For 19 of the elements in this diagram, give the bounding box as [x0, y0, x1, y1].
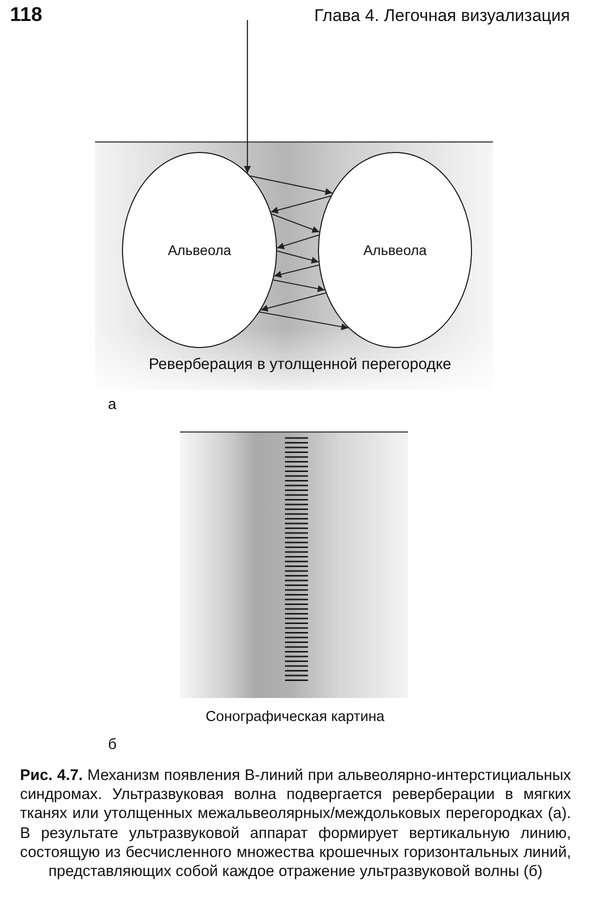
reflection-arrow: [259, 311, 348, 330]
reflection-arrow: [270, 195, 331, 214]
reflection-arrow: [271, 213, 320, 233]
figure-caption: Рис. 4.7. Механизм появления В-линий при альвеолярно-интерстициальных синдромах. Ультразвуковая волна подвергается реверберации в мягких тканях или утолщенных межальвеолярных/междольковых перегородках (а). В результате ультразвуковой аппарат формирует вертикальную линию, состоящую из бесчисленного множества крошечных горизонтальных линий, представляющих собой каждое отражение ультразвуковой волны (б): [20, 766, 571, 882]
reflection-arrow: [273, 279, 325, 292]
reflection-arrow: [260, 292, 326, 312]
page-header: Глава 4. Легочная визуализация: [314, 6, 570, 26]
figure-label: Сонографическая картина: [206, 709, 384, 725]
page-number: 118: [10, 4, 42, 27]
panel-letter: б: [108, 736, 117, 753]
reflection-arrow: [274, 264, 320, 278]
panel-letter: а: [108, 396, 116, 413]
reflection-arrow: [276, 250, 319, 264]
alveolus-label: Альвеола: [363, 242, 427, 258]
reflection-arrow: [244, 20, 251, 173]
reflection-arrow: [276, 234, 320, 250]
reflection-arrow: [250, 175, 332, 195]
figure-label: Реверберация в утолщенной перегородке: [148, 356, 452, 374]
alveolus-label: Альвеола: [168, 242, 232, 258]
